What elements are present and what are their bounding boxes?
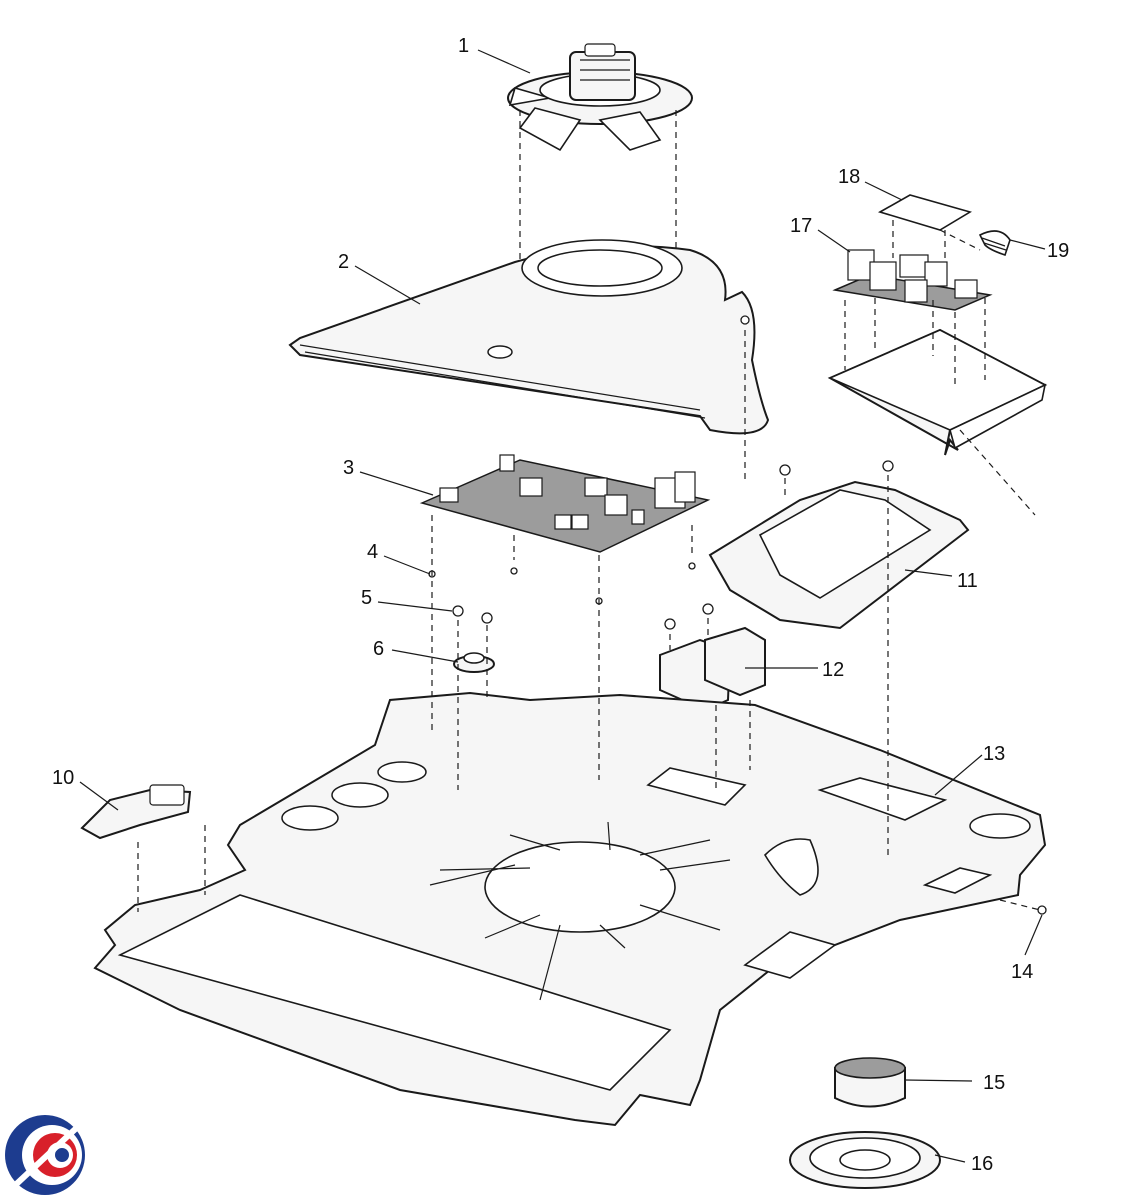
svg-text:17: 17 bbox=[790, 215, 812, 237]
part-small-board[interactable] bbox=[877, 194, 972, 231]
callout-4[interactable]: 4 bbox=[367, 541, 431, 575]
callout-13[interactable]: 13 bbox=[934, 743, 1005, 796]
svg-text:16: 16 bbox=[971, 1153, 993, 1175]
part-pcb-bracket[interactable] bbox=[827, 328, 1048, 456]
callout-12[interactable]: 12 bbox=[745, 659, 844, 681]
part-relay-pcb[interactable] bbox=[832, 249, 993, 311]
callout-18[interactable]: 18 bbox=[838, 166, 903, 201]
part-sensor[interactable] bbox=[453, 652, 495, 673]
svg-text:14: 14 bbox=[1011, 961, 1033, 983]
callout-16[interactable]: 16 bbox=[934, 1153, 993, 1175]
part-main-pcb[interactable] bbox=[419, 454, 711, 553]
callout-14[interactable]: 14 bbox=[1011, 914, 1043, 983]
callout-6[interactable]: 6 bbox=[373, 638, 459, 663]
part-filter[interactable] bbox=[834, 1057, 906, 1108]
part-cover[interactable] bbox=[708, 480, 970, 630]
callout-11[interactable]: 11 bbox=[904, 569, 978, 592]
part-filter-cap[interactable] bbox=[789, 1131, 941, 1189]
callout-19[interactable]: 19 bbox=[1009, 239, 1069, 262]
svg-text:12: 12 bbox=[822, 659, 844, 681]
svg-text:6: 6 bbox=[373, 638, 384, 660]
part-wire-harness[interactable] bbox=[978, 230, 1011, 257]
part-fan-motor[interactable] bbox=[507, 43, 693, 152]
callout-5[interactable]: 5 bbox=[361, 587, 453, 612]
assembly-lines bbox=[137, 110, 1041, 912]
svg-text:15: 15 bbox=[983, 1072, 1005, 1094]
svg-text:2: 2 bbox=[338, 251, 349, 273]
part-door-switch[interactable] bbox=[80, 784, 192, 840]
callout-10[interactable]: 10 bbox=[52, 767, 119, 811]
svg-text:13: 13 bbox=[983, 743, 1005, 765]
svg-text:18: 18 bbox=[838, 166, 860, 188]
svg-text:4: 4 bbox=[367, 541, 378, 563]
svg-text:1: 1 bbox=[458, 35, 469, 57]
callout-15[interactable]: 15 bbox=[904, 1072, 1005, 1094]
callout-2[interactable]: 2 bbox=[338, 251, 421, 305]
callout-1[interactable]: 1 bbox=[458, 35, 531, 74]
part-base-plate[interactable] bbox=[93, 691, 1047, 1127]
part-fan-duct[interactable] bbox=[288, 239, 770, 435]
svg-text:10: 10 bbox=[52, 767, 74, 789]
svg-text:3: 3 bbox=[343, 457, 354, 479]
callout-17[interactable]: 17 bbox=[790, 215, 851, 253]
svg-text:5: 5 bbox=[361, 587, 372, 609]
svg-text:11: 11 bbox=[957, 570, 978, 592]
svg-text:19: 19 bbox=[1047, 240, 1069, 262]
callout-3[interactable]: 3 bbox=[343, 457, 434, 496]
part-relays[interactable] bbox=[659, 626, 766, 712]
brand-logo bbox=[5, 1115, 88, 1195]
